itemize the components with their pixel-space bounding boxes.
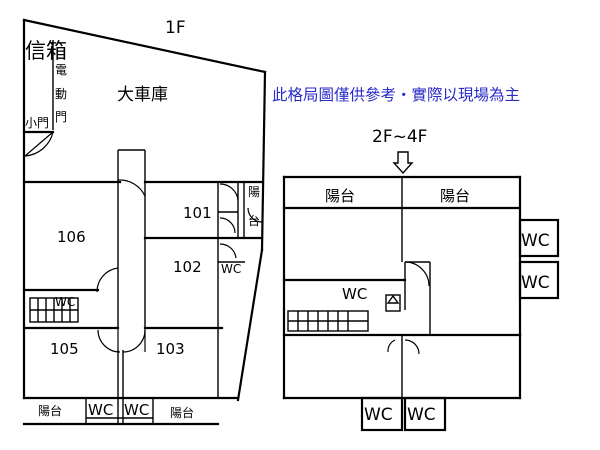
wc-label-102: WC [221,262,241,276]
garage-label: 大車庫 [117,85,168,105]
room-102-label: 102 [173,258,202,276]
electric-door-label-2: 動 [55,87,67,101]
balcony-right-label-2f: 陽台 [440,187,470,205]
outer-walls-1f [22,18,267,426]
room-106-label: 106 [57,228,86,246]
corridor-1f [96,149,146,424]
floor-title-2f-4f: 2F~4F [372,127,427,147]
stairs-1f [29,297,79,323]
room-105-label: 105 [50,340,79,358]
electric-door-label-3: 門 [55,110,67,124]
wc-label-bottom-2: WC [124,401,149,419]
plan-2f-4f: 2F~4F [282,127,560,432]
room-101-label: 101 [183,204,212,222]
wc-label-bottom-left: WC [364,405,393,425]
mailbox-label: 信箱 [25,39,67,63]
stairs-2f-4f [287,294,401,332]
balcony-strip-1f [85,398,154,424]
balcony-bottom-left-label: 陽台 [38,403,62,418]
wc-label-bottom-right: WC [407,405,436,425]
wc-label-right-2: WC [521,273,550,293]
small-door-label: 小門 [25,116,49,130]
entry-arrow-icon [392,151,414,175]
wc-label-right-1: WC [521,231,550,251]
small-door-swing [24,131,54,157]
wc-label-stair: WC [55,295,75,309]
balcony-right-label-1: 陽 [248,185,260,199]
wc-label-center: WC [342,285,367,303]
interior-walls-2f-4f [282,177,522,398]
wc-blocks-2f-4f [360,218,560,432]
balcony-right-label-2: 台 [248,213,260,228]
balcony-bottom-right-label: 陽台 [170,405,194,420]
floor-title-1f: 1F [165,18,186,38]
electric-door-label-1: 電 [55,63,67,77]
balcony-left-label-2f: 陽台 [325,187,355,205]
disclaimer-note: 此格局圖僅供參考・實際以現場為主 [272,85,520,104]
room-walls-1f [22,182,264,398]
wc-label-bottom-1: WC [88,401,113,419]
room-103-label: 103 [156,340,185,358]
plan-1f: 1F 信箱 電 動 門 小門 大車庫 101 102 103 105 106 陽… [22,18,267,426]
